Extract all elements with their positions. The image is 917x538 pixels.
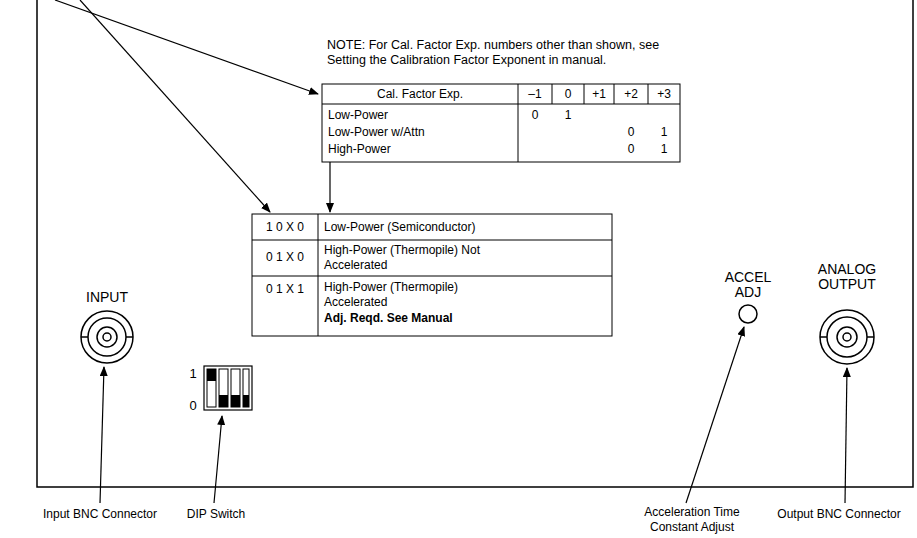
table-cell: Adj. Reqd. See Manual [324,311,604,326]
switch-code: 0 1 X 1 [252,282,318,297]
table-cell: 1 [648,142,680,157]
table-cell: High-Power (Thermopile) Not Accelerated [324,243,484,273]
table-cell: 0 [518,108,552,123]
table-cell: High-Power [328,142,516,157]
table-cell: Low-Power (Semiconductor) [324,220,604,235]
switch-code: 1 0 X 0 [252,220,318,235]
switch-code: 0 1 X 0 [252,250,318,265]
panel-label: INPUT [72,290,142,305]
table-cell: Low-Power w/Attn [328,125,516,140]
note-text: NOTE: For Cal. Factor Exp. numbers other… [327,38,667,68]
table-header: +3 [648,87,680,102]
table-cell: 0 [614,142,648,157]
switch-scale: 1 [186,366,200,381]
callout-label: Acceleration Time Constant Adjust [632,505,752,535]
table-cell: Low-Power [328,108,516,123]
table-header: 0 [552,87,584,102]
table-cell: 0 [614,125,648,140]
table-header: Cal. Factor Exp. [322,87,518,102]
panel-label: ANALOG OUTPUT [800,262,894,292]
panel-outline [37,0,913,487]
switch-scale: 0 [186,398,200,413]
table-header: +1 [584,87,614,102]
table-header: +2 [614,87,648,102]
table-cell: 1 [552,108,584,123]
table-header: –1 [518,87,552,102]
callout-label: DIP Switch [176,507,256,522]
panel-label: ACCEL ADJ [718,270,778,300]
callout-label: Input BNC Connector [10,507,190,522]
table-cell: 1 [648,125,680,140]
table-cell: High-Power (Thermopile) Accelerated [324,280,484,310]
callout-label: Output BNC Connector [764,507,914,522]
